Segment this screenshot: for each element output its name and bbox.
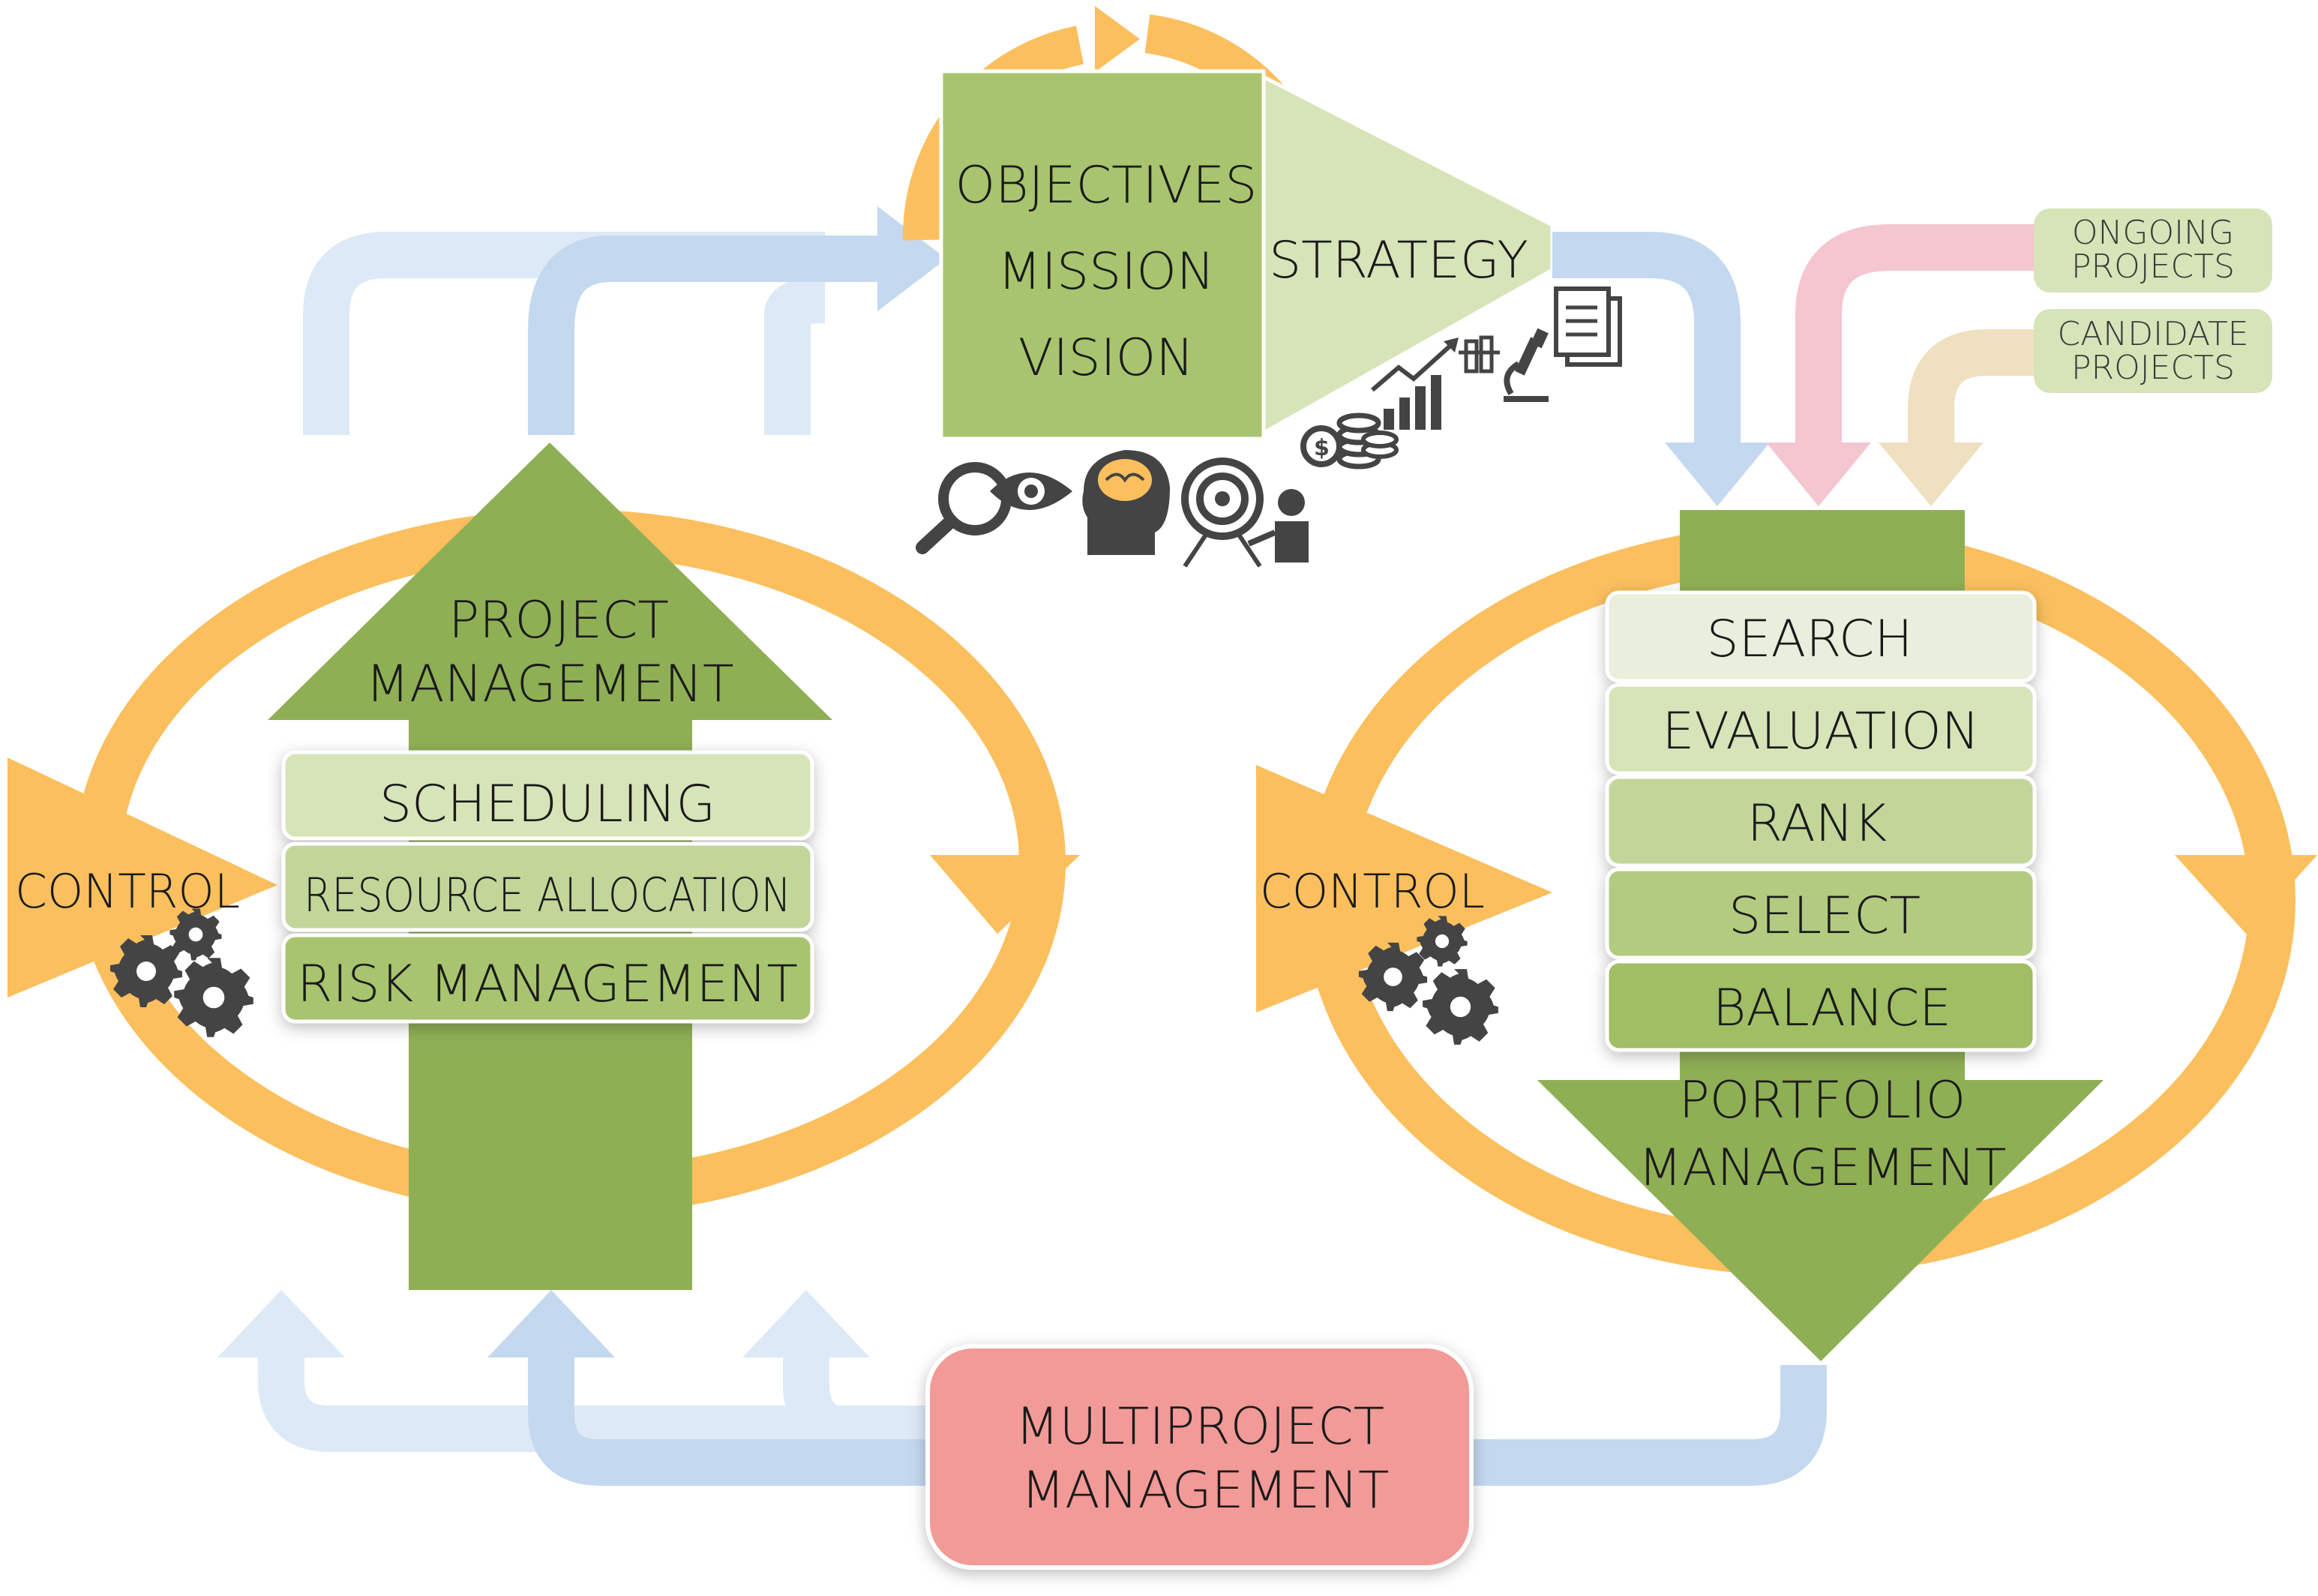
strategy-block: OBJECTIVES MISSION VISION STRATEGY <box>939 69 1555 441</box>
objectives-label: OBJECTIVES <box>955 156 1258 215</box>
portfolio-steps <box>1605 590 2037 1052</box>
coins-icon: $ <box>1300 412 1399 470</box>
test-tubes-icon <box>1459 335 1500 374</box>
candidate-line1: CANDIDATE <box>2057 315 2248 353</box>
step-resource-allocation-label: RESOURCE ALLOCATION <box>304 868 791 922</box>
svg-text:$: $ <box>1314 435 1330 461</box>
target-presenter-icon <box>1181 458 1309 568</box>
multiproject-line1: MULTIPROJECT <box>1015 1397 1384 1456</box>
step-balance-label: BALANCE <box>1713 979 1951 1038</box>
step-rank <box>1605 775 2037 868</box>
project-steps <box>281 750 814 1024</box>
candidate-projects-box: CANDIDATE PROJECTS <box>2034 309 2272 393</box>
step-scheduling <box>281 750 814 841</box>
step-evaluation <box>1605 682 2037 776</box>
step-search <box>1605 590 2037 683</box>
candidate-projects-arrow <box>1879 329 2036 506</box>
brain-head-icon <box>1082 450 1170 555</box>
step-scheduling-label: SCHEDULING <box>379 775 715 834</box>
step-risk-management <box>281 933 814 1024</box>
multiproject-line2: MANAGEMENT <box>1021 1461 1389 1520</box>
strategy-to-portfolio-arrow <box>1552 232 1770 506</box>
step-resource-allocation <box>281 842 814 932</box>
ongoing-projects-box: ONGOING PROJECTS <box>2034 208 2272 292</box>
portfolio-control-triangle <box>1256 765 1552 1012</box>
project-arrow-line1: PROJECT <box>448 591 669 650</box>
step-evaluation-label: EVALUATION <box>1662 702 1979 761</box>
multiproject-management-box <box>925 1344 1474 1570</box>
portfolio-arrow-line2: MANAGEMENT <box>1638 1138 2006 1198</box>
feedback-arrows-top <box>303 206 946 435</box>
project-arrow-line2: MANAGEMENT <box>365 655 733 714</box>
step-risk-management-label: RISK MANAGEMENT <box>297 955 798 1014</box>
portfolio-control-label: CONTROL <box>1260 864 1485 919</box>
strategy-label: STRATEGY <box>1269 231 1528 290</box>
step-balance <box>1605 959 2037 1052</box>
step-select <box>1605 867 2037 960</box>
objectives-box <box>939 69 1266 441</box>
project-control-triangle <box>7 758 277 998</box>
step-search-label: SEARCH <box>1706 610 1912 669</box>
ongoing-line2: PROJECTS <box>2071 248 2235 286</box>
step-select-label: SELECT <box>1729 886 1921 946</box>
step-rank-label: RANK <box>1747 794 1887 854</box>
vision-label: VISION <box>1018 328 1194 388</box>
search-eye-icon <box>916 462 1072 554</box>
documents-icon <box>1554 286 1622 367</box>
growth-chart-icon <box>1371 338 1459 430</box>
ongoing-line1: ONGOING <box>2072 214 2234 252</box>
microscope-icon <box>1504 328 1549 402</box>
mission-label: MISSION <box>997 242 1215 302</box>
feedback-arrows-bottom <box>217 1290 1827 1486</box>
portfolio-arrow-line1: PORTFOLIO <box>1679 1071 1966 1130</box>
portfolio-management-arrow: PORTFOLIO MANAGEMENT <box>1537 510 2104 1361</box>
ongoing-projects-arrow <box>1766 224 2036 506</box>
project-control-label: CONTROL <box>15 864 240 919</box>
candidate-line2: PROJECTS <box>2071 349 2235 387</box>
